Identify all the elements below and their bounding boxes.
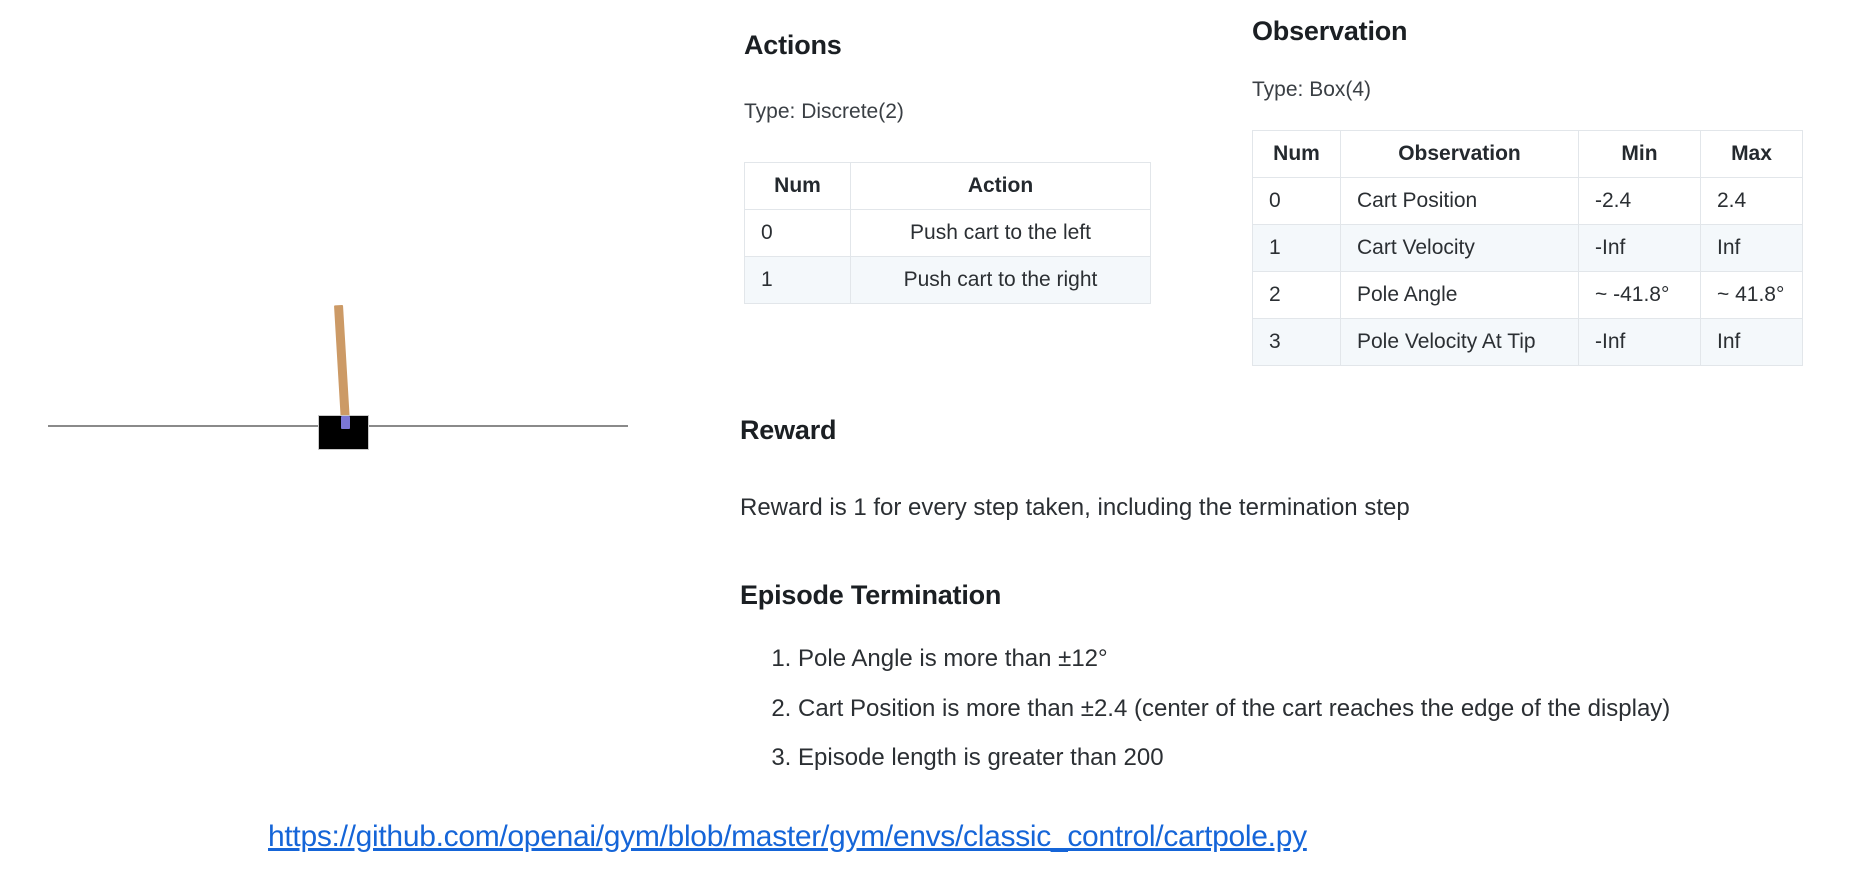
actions-type-label: Type: Discrete(2) xyxy=(744,100,904,123)
table-row: 1 Cart Velocity -Inf Inf xyxy=(1252,224,1803,272)
actions-cell-num: 0 xyxy=(744,209,851,257)
observation-cell-min: -Inf xyxy=(1578,224,1701,272)
table-row: 3 Pole Velocity At Tip -Inf Inf xyxy=(1252,318,1803,366)
list-item: Episode length is greater than 200 xyxy=(798,744,1840,772)
list-item: Pole Angle is more than ±12° xyxy=(798,645,1840,673)
actions-col-action: Action xyxy=(850,162,1151,210)
observation-cell-max: ~ 41.8° xyxy=(1700,271,1803,319)
observation-col-observation: Observation xyxy=(1340,130,1579,178)
observation-cell-name: Cart Position xyxy=(1340,177,1579,225)
observation-type-label: Type: Box(4) xyxy=(1252,78,1372,101)
list-item: Cart Position is more than ±2.4 (center … xyxy=(798,695,1840,723)
actions-col-num: Num xyxy=(744,162,851,210)
observation-col-min: Min xyxy=(1578,130,1701,178)
observation-cell-num: 1 xyxy=(1252,224,1341,272)
actions-cell-num: 1 xyxy=(744,256,851,304)
observation-cell-name: Cart Velocity xyxy=(1340,224,1579,272)
episode-termination-list: Pole Angle is more than ±12° Cart Positi… xyxy=(760,645,1840,794)
observation-col-num: Num xyxy=(1252,130,1341,178)
pole-shape xyxy=(334,304,350,424)
axle-shape xyxy=(341,416,350,429)
observation-cell-max: Inf xyxy=(1700,318,1803,366)
observation-heading: Observation xyxy=(1252,16,1408,46)
actions-cell-action: Push cart to the right xyxy=(850,256,1151,304)
observation-cell-min: ~ -41.8° xyxy=(1578,271,1701,319)
actions-cell-action: Push cart to the left xyxy=(850,209,1151,257)
table-row: 2 Pole Angle ~ -41.8° ~ 41.8° xyxy=(1252,271,1803,319)
table-row: 0 Push cart to the left xyxy=(744,209,1151,257)
source-code-link[interactable]: https://github.com/openai/gym/blob/maste… xyxy=(268,820,1307,853)
observation-cell-max: Inf xyxy=(1700,224,1803,272)
observation-table: Num Observation Min Max 0 Cart Position … xyxy=(1252,130,1803,366)
observation-cell-num: 2 xyxy=(1252,271,1341,319)
reward-description: Reward is 1 for every step taken, includ… xyxy=(740,494,1410,521)
table-header-row: Num Action xyxy=(744,162,1151,210)
observation-cell-num: 0 xyxy=(1252,177,1341,225)
observation-cell-max: 2.4 xyxy=(1700,177,1803,225)
actions-heading: Actions xyxy=(744,30,842,60)
table-row: 0 Cart Position -2.4 2.4 xyxy=(1252,177,1803,225)
table-row: 1 Push cart to the right xyxy=(744,256,1151,304)
observation-cell-min: -Inf xyxy=(1578,318,1701,366)
observation-cell-name: Pole Angle xyxy=(1340,271,1579,319)
observation-cell-num: 3 xyxy=(1252,318,1341,366)
episode-termination-heading: Episode Termination xyxy=(740,580,1002,610)
table-header-row: Num Observation Min Max xyxy=(1252,130,1803,178)
observation-cell-min: -2.4 xyxy=(1578,177,1701,225)
observation-col-max: Max xyxy=(1700,130,1803,178)
reward-heading: Reward xyxy=(740,415,837,445)
observation-cell-name: Pole Velocity At Tip xyxy=(1340,318,1579,366)
cart-shape xyxy=(318,415,369,450)
actions-table: Num Action 0 Push cart to the left 1 Pus… xyxy=(744,162,1151,304)
cartpole-illustration xyxy=(0,270,700,490)
